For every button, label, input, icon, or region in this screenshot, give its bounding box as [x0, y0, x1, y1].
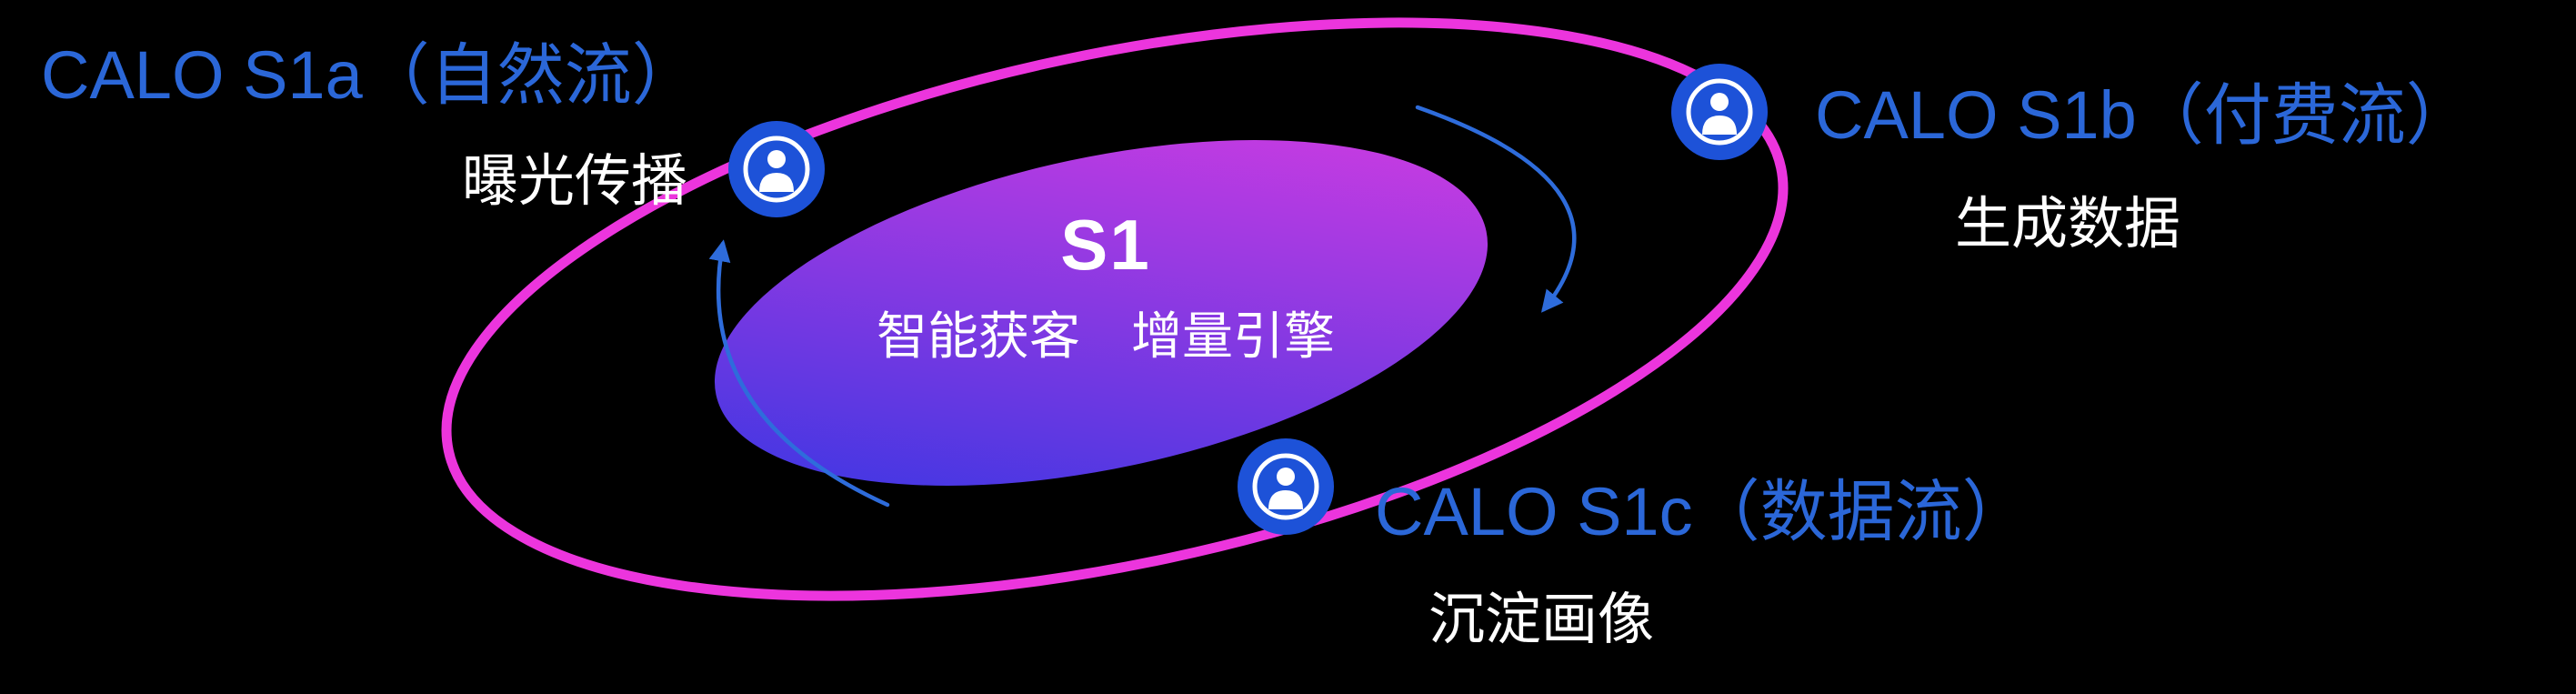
center-subtitle: 智能获客 增量引擎	[877, 307, 1335, 365]
flow-arrow-left	[708, 239, 890, 508]
center-gradient-ellipse	[714, 140, 1488, 486]
node-s1c-label: CALO S1c（数据流）	[1375, 474, 2030, 549]
node-s1c-sublabel: 沉淀画像	[1428, 588, 1655, 651]
node-s1b-label: CALO S1b（付费流）	[1815, 77, 2473, 153]
center-text-group: S1 智能获客 增量引擎	[877, 204, 1335, 369]
user-icon-s1c	[1238, 438, 1334, 535]
user-icon-s1b	[1671, 64, 1768, 160]
node-s1b-sublabel: 生成数据	[1955, 193, 2181, 256]
center-title: S1	[1060, 205, 1151, 285]
outer-orbit-ring	[441, 17, 1789, 601]
node-s1a-sublabel: 曝光传播	[462, 150, 688, 213]
node-s1a-label: CALO S1a（自然流）	[41, 37, 699, 113]
flow-arrow-right	[1415, 105, 1577, 313]
user-icon-s1a	[728, 121, 825, 217]
